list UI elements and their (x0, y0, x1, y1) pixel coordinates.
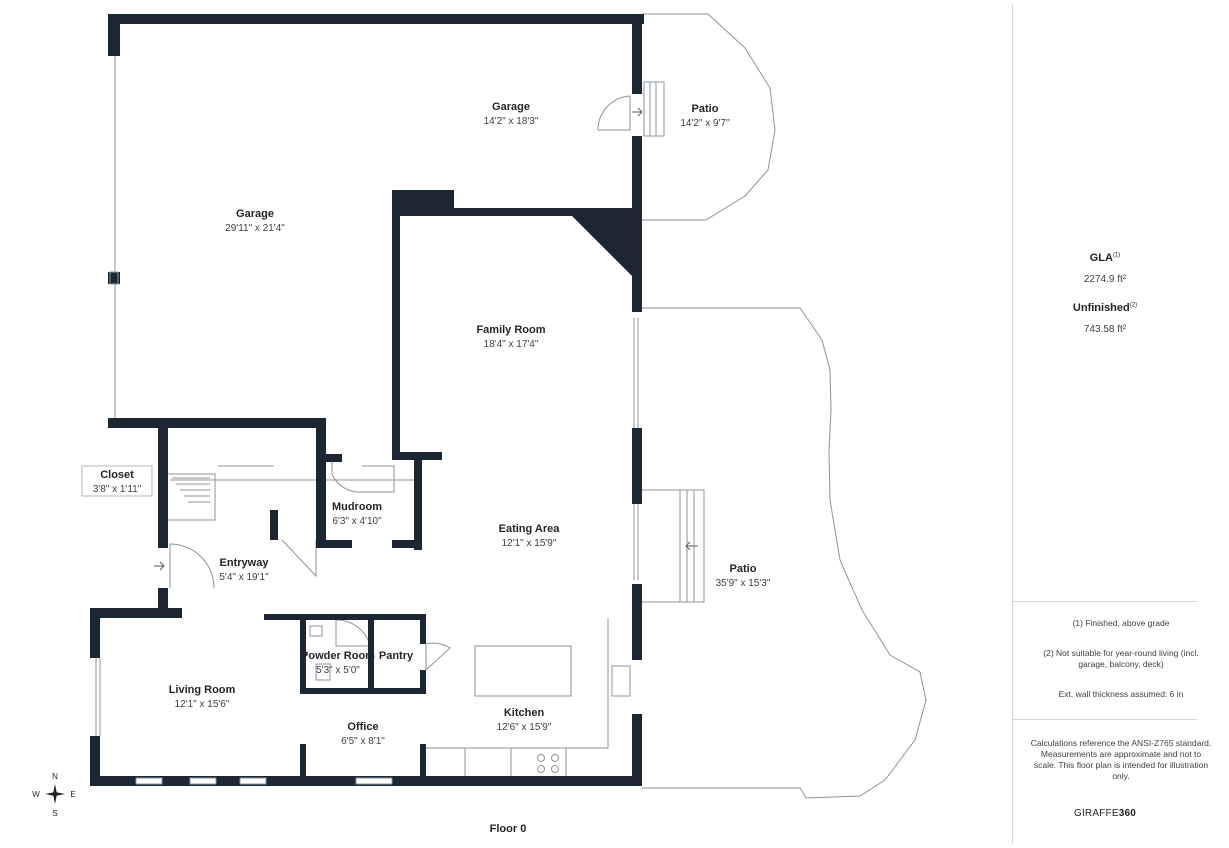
svg-text:Pantry: Pantry (379, 650, 414, 662)
svg-text:Garage: Garage (236, 208, 274, 220)
svg-text:Garage: Garage (492, 101, 530, 113)
room-label-living-room: Living Room 12'1" x 15'6" (169, 684, 236, 710)
svg-text:3'8" x 1'11": 3'8" x 1'11" (93, 484, 142, 495)
svg-text:W: W (32, 790, 40, 799)
brand-logo: GIRAFFE360 (1073, 808, 1137, 819)
room-label-eating-area: Eating Area 12'1" x 15'9" (499, 523, 561, 549)
patio-top-outline (642, 13, 776, 221)
svg-text:Patio: Patio (730, 563, 757, 575)
svg-text:29'11" x 21'4": 29'11" x 21'4" (225, 223, 285, 234)
svg-text:Patio: Patio (692, 103, 719, 115)
svg-text:12'6" x 15'9": 12'6" x 15'9" (497, 722, 552, 733)
kitchen-island (474, 645, 572, 697)
svg-text:14'2" x 9'7": 14'2" x 9'7" (680, 118, 730, 129)
room-label-powder-room: Powder Room 5'3" x 5'0" (301, 650, 375, 676)
svg-text:N: N (52, 772, 58, 781)
note-unfinished: (2) Not suitable for year-round living (… (1043, 648, 1199, 669)
room-label-garage-small: Garage 14'2" x 18'3" (484, 101, 539, 127)
note-finished: (1) Finished, above grade (1072, 618, 1170, 628)
room-label-family-room: Family Room 18'4" x 17'4" (476, 324, 545, 350)
room-label-entryway: Entryway 5'4" x 19'1" (219, 557, 269, 583)
walls (90, 14, 644, 786)
entrance-arrow-icon (154, 107, 698, 571)
svg-text:6'3" x 4'10": 6'3" x 4'10" (332, 516, 382, 527)
room-label-patio-right: Patio 35'9" x 15'3" (716, 563, 771, 589)
svg-text:Living Room: Living Room (169, 684, 236, 696)
svg-text:18'4" x 17'4": 18'4" x 17'4" (484, 339, 539, 350)
patio-right-outline (642, 307, 927, 799)
side-panel: GLA(1) 2274.9 ft² Unfinished(2) 743.58 f… (1012, 4, 1211, 844)
svg-text:Mudroom: Mudroom (332, 501, 382, 513)
svg-text:5'3" x 5'0": 5'3" x 5'0" (316, 665, 360, 676)
gla-value: 2274.9 ft² (1083, 274, 1127, 285)
room-label-patio-top: Patio 14'2" x 9'7" (680, 103, 730, 129)
svg-text:E: E (70, 790, 75, 799)
room-label-mudroom: Mudroom 6'3" x 4'10" (332, 501, 382, 527)
svg-text:6'5" x 8'1": 6'5" x 8'1" (341, 736, 385, 747)
svg-text:14'2" x 18'3": 14'2" x 18'3" (484, 116, 539, 127)
gla-title: GLA(1) (1089, 252, 1121, 264)
svg-text:Family Room: Family Room (476, 324, 545, 336)
svg-text:12'1" x 15'9": 12'1" x 15'9" (502, 538, 557, 549)
svg-text:5'4" x 19'1": 5'4" x 19'1" (219, 572, 269, 583)
room-label-closet: Closet 3'8" x 1'11" (81, 465, 153, 497)
svg-text:Closet: Closet (100, 469, 134, 481)
unfinished-title: Unfinished(2) (1072, 302, 1138, 314)
gla-block: GLA(1) 2274.9 ft² (1013, 252, 1197, 285)
svg-text:35'9" x 15'3": 35'9" x 15'3" (716, 578, 771, 589)
note-wall-thickness: Ext. wall thickness assumed: 6 in (1058, 689, 1184, 699)
floor-label: Floor 0 (490, 823, 527, 835)
thin-lines (95, 13, 927, 799)
svg-text:Entryway: Entryway (220, 557, 270, 569)
svg-text:Eating Area: Eating Area (499, 523, 561, 535)
floor-plan: Garage 29'11" x 21'4" Garage 14'2" x 18'… (32, 13, 927, 835)
unfinished-value: 743.58 ft² (1083, 324, 1127, 335)
svg-text:Powder Room: Powder Room (301, 650, 375, 662)
room-label-pantry: Pantry (379, 650, 414, 662)
svg-text:12'1" x 15'6": 12'1" x 15'6" (175, 699, 230, 710)
compass-icon: N S E W (32, 772, 75, 818)
room-label-kitchen: Kitchen 12'6" x 15'9" (497, 707, 552, 733)
svg-text:S: S (52, 809, 57, 818)
svg-text:Office: Office (347, 721, 378, 733)
note-calculations: Calculations reference the ANSI-Z765 sta… (1030, 738, 1212, 781)
room-label-garage-big: Garage 29'11" x 21'4" (225, 208, 285, 234)
svg-text:Kitchen: Kitchen (504, 707, 545, 719)
room-label-office: Office 6'5" x 8'1" (341, 721, 385, 747)
unfinished-block: Unfinished(2) 743.58 ft² (1013, 302, 1197, 335)
